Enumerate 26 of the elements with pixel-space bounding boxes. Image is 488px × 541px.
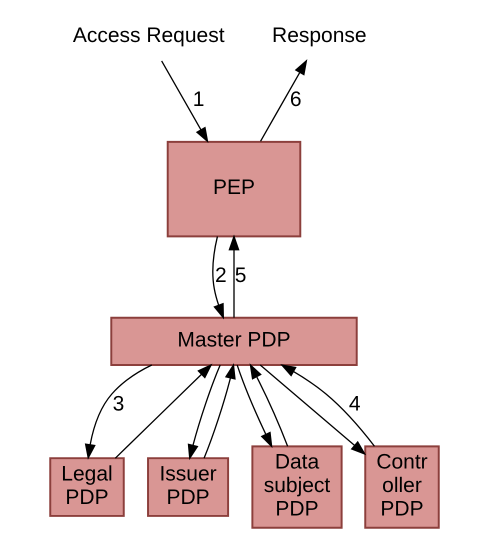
node-box: Legal PDP (48, 457, 124, 517)
arrow (236, 364, 272, 448)
node-box: Data subject PDP (250, 445, 342, 529)
arrow (160, 60, 208, 144)
arrow (212, 236, 224, 320)
node-box: Issuer PDP (146, 457, 229, 517)
edge-label: 2 (214, 264, 226, 288)
arrow (280, 364, 374, 447)
arrow (259, 59, 307, 142)
arrow (228, 234, 240, 318)
arrow (84, 364, 152, 460)
edge-label: 4 (348, 392, 360, 416)
node-box: PEP (166, 140, 301, 238)
edge-label: 3 (112, 392, 124, 416)
edge-label: 6 (289, 88, 302, 112)
arrow (187, 364, 220, 460)
node-box: Contr oller PDP (364, 445, 440, 529)
arrow (114, 364, 212, 459)
node-box: Master PDP (110, 316, 358, 366)
edge-label: 1 (192, 88, 204, 112)
arrow (249, 363, 288, 447)
node-text: Access Request (72, 24, 224, 47)
edge-label: 5 (234, 264, 246, 288)
arrow (202, 363, 236, 458)
node-text: Response (272, 24, 366, 47)
arrow (259, 364, 366, 456)
